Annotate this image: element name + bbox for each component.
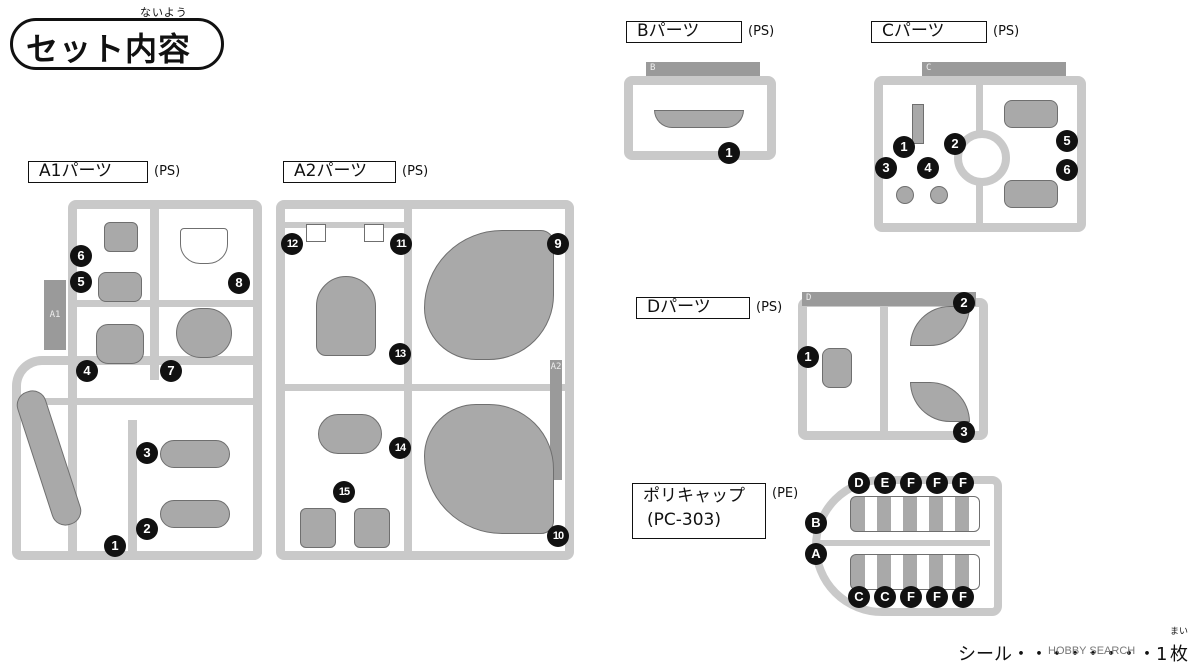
a2-number-9: 9: [547, 233, 569, 255]
a1-material: (PS): [154, 164, 181, 179]
d-number-1: 1: [797, 346, 819, 368]
a2-sprue-frame: [276, 200, 574, 560]
polycap-letter-F6: F: [952, 586, 974, 608]
b-tag: B: [646, 62, 760, 76]
a1-runner: [20, 398, 256, 405]
polycap-material: (PE): [772, 486, 799, 501]
d-number-3: 3: [953, 421, 975, 443]
a1-part-5: [98, 272, 142, 302]
a2-part-15a: [300, 508, 336, 548]
c-part-3: [896, 186, 914, 204]
c-material: (PS): [993, 24, 1020, 39]
polycap-letter-F5: F: [926, 586, 948, 608]
a2-runner: [404, 204, 412, 556]
c-parts-label: Cパーツ: [871, 21, 987, 43]
a2-material: (PS): [402, 164, 429, 179]
polycap-letter-F3: F: [952, 472, 974, 494]
c-part-4: [930, 186, 948, 204]
polycap-runner: [820, 540, 990, 546]
c-number-1: 1: [893, 136, 915, 158]
a1-number-8: 8: [228, 272, 250, 294]
b-sprue-frame: [624, 76, 776, 160]
a1-runner: [75, 300, 255, 307]
a1-part-8: [180, 228, 228, 264]
a1-number-4: 4: [76, 360, 98, 382]
c-number-5: 5: [1056, 130, 1078, 152]
a1-number-2: 2: [136, 518, 158, 540]
a1-tag: A1: [44, 280, 66, 350]
a2-part-15b: [354, 508, 390, 548]
a1-number-6: 6: [70, 245, 92, 267]
b-number-1: 1: [718, 142, 740, 164]
seal-unit: 枚: [1170, 644, 1188, 665]
polycap-letter-F1: F: [900, 472, 922, 494]
a2-number-12: 12: [281, 233, 303, 255]
polycap-letter-C1: C: [848, 586, 870, 608]
a2-part-11: [364, 224, 384, 242]
d-material: (PS): [756, 300, 783, 315]
a1-number-5: 5: [70, 271, 92, 293]
watermark: HOBBY SEARCH: [1048, 645, 1136, 657]
polycap-letter-F4: F: [900, 586, 922, 608]
polycap-letter-C2: C: [874, 586, 896, 608]
c-number-6: 6: [1056, 159, 1078, 181]
polycap-letter-E: E: [874, 472, 896, 494]
d-runner: [880, 306, 888, 434]
a1-number-3: 3: [136, 442, 158, 464]
a2-number-13: 13: [389, 343, 411, 365]
polycap-letter-D: D: [848, 472, 870, 494]
a2-part-13: [316, 276, 376, 356]
a2-number-11: 11: [390, 233, 412, 255]
polycap-letter-A: A: [805, 543, 827, 565]
polycap-letter-B: B: [805, 512, 827, 534]
polycap-label: ポリキャップ: [643, 486, 745, 506]
a1-part-7: [176, 308, 232, 358]
c-number-4: 4: [917, 157, 939, 179]
title-ruby: ないよう: [140, 6, 188, 19]
a1-part-3: [160, 440, 230, 468]
polycap-parts-bottom: [850, 554, 980, 590]
seal-ruby: まい: [1170, 627, 1189, 637]
c-part-1: [912, 104, 924, 144]
seal-count-text: シール・・・・・・・・1: [958, 644, 1168, 665]
a2-runner: [280, 384, 570, 391]
c-number-2: 2: [944, 133, 966, 155]
a2-number-10: 10: [547, 525, 569, 547]
a2-number-14: 14: [389, 437, 411, 459]
a2-number-15: 15: [333, 481, 355, 503]
a1-number-7: 7: [160, 360, 182, 382]
a2-part-14: [318, 414, 382, 454]
a1-parts-label: A1パーツ: [28, 161, 148, 183]
d-part-1: [822, 348, 852, 388]
a1-runner: [128, 420, 137, 556]
title-pill: [10, 18, 224, 70]
a1-number-1: 1: [104, 535, 126, 557]
c-number-3: 3: [875, 157, 897, 179]
a1-part-4: [96, 324, 144, 364]
a2-part-12: [306, 224, 326, 242]
c-part-5: [1004, 100, 1058, 128]
b-part-1: [654, 110, 744, 128]
c-part-6: [1004, 180, 1058, 208]
a1-runner: [150, 204, 159, 380]
page-title: セット内容: [26, 30, 192, 68]
polycap-label-box: ポリキャップ (PC-303): [632, 483, 766, 539]
b-parts-label: Bパーツ: [626, 21, 742, 43]
d-number-2: 2: [953, 292, 975, 314]
b-material: (PS): [748, 24, 775, 39]
polycap-letter-F2: F: [926, 472, 948, 494]
d-tag: D: [802, 292, 976, 306]
a2-runner: [280, 222, 406, 228]
a1-part-2: [160, 500, 230, 528]
polycap-code: (PC-303): [647, 510, 721, 530]
d-parts-label: Dパーツ: [636, 297, 750, 319]
c-tag: C: [922, 62, 1066, 76]
a2-tag: A2: [550, 360, 562, 480]
a2-parts-label: A2パーツ: [283, 161, 396, 183]
a1-part-6: [104, 222, 138, 252]
polycap-parts-top: [850, 496, 980, 532]
